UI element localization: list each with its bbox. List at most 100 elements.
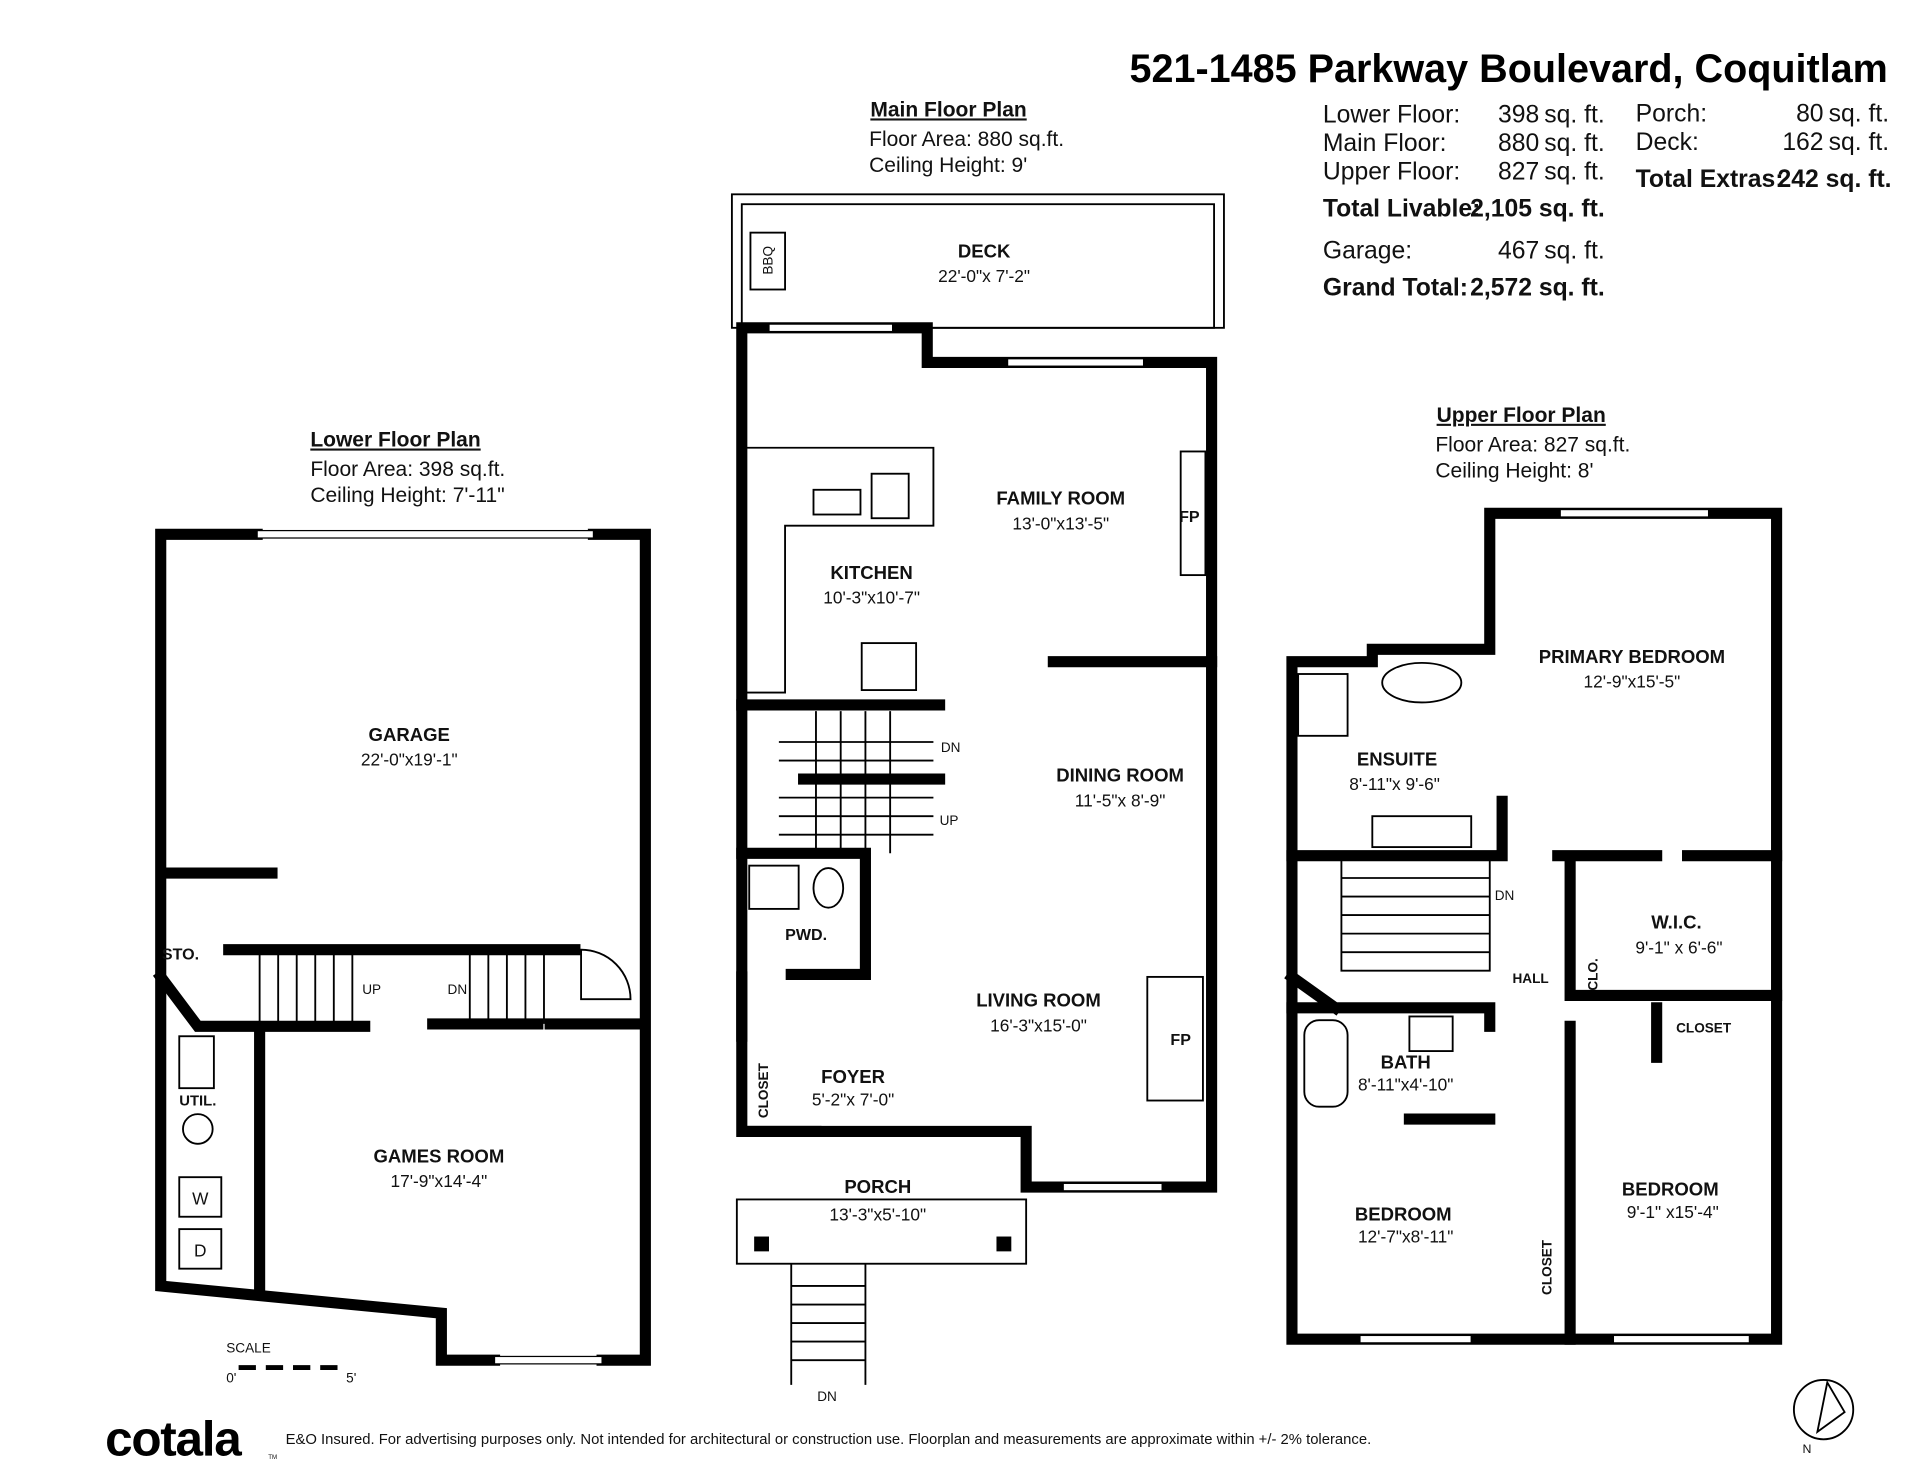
bedroom2-name: BEDROOM [1622,1179,1719,1200]
upper-plan-area: Floor Area: 827 sq.ft. [1435,433,1630,456]
games-room-dim: 17'-9"x14'-4" [391,1171,488,1191]
kitchen-name: KITCHEN [830,562,912,583]
bedroom2-window [1612,1334,1751,1344]
porch-stairs [790,1263,867,1385]
lower-floor-unit: sq. ft. [1544,102,1604,129]
lower-interior-walls [152,867,645,1292]
sink [812,488,862,516]
main-stairs [778,711,934,854]
lower-window [493,1355,603,1365]
porch-room-name: PORCH [844,1176,911,1197]
lower-exterior-walls [155,528,651,1366]
upper-stairs [1340,859,1491,972]
total-extras-label: Total Extras: [1636,166,1784,193]
grand-total-label: Grand Total: [1323,275,1468,302]
lower-up-label: UP [362,982,381,997]
washer [178,1176,223,1218]
porch-room-dim: 13'-3"x5'-10" [829,1204,926,1224]
porch-value: 80 [1796,100,1824,127]
living-window [1062,1182,1163,1192]
scale-min: 0' [226,1370,236,1385]
bath-dim: 8'-11"x4'-10" [1358,1075,1454,1095]
bedroom-name: BEDROOM [1355,1203,1452,1224]
deck-label: Deck: [1636,129,1699,156]
main-floor-plan: Main Floor Plan Floor Area: 880 sq.ft. C… [730,98,1225,1404]
bedroom-closet-label: CLOSET [1540,1239,1555,1295]
upper-floor-unit: sq. ft. [1544,158,1604,185]
living-room-name: LIVING ROOM [976,990,1101,1011]
garage-room-name: GARAGE [369,724,450,745]
bedroom2-dim: 9'-1" x15'-4" [1627,1202,1719,1222]
bath-tub [1303,1019,1349,1108]
wic-name: W.I.C. [1651,912,1701,933]
closet-label: CLOSET [1676,1021,1732,1036]
property-address-title: 521-1485 Parkway Boulevard, Coquitlam [1130,47,1888,91]
deck-unit: sq. ft. [1829,129,1889,156]
fireplace-family [1179,450,1207,577]
main-floor-unit: sq. ft. [1544,130,1604,157]
fp-living-label: FP [1170,1031,1191,1049]
deck-room-name: DECK [958,240,1011,261]
grand-total-value: 2,572 sq. ft. [1470,275,1605,302]
total-extras-value: 242 sq. ft. [1778,166,1892,193]
fp-family-label: FP [1179,508,1200,526]
cotala-logo: cotala [105,1411,242,1466]
porch-post [754,1236,769,1252]
upper-floor-value: 827 [1498,158,1539,185]
lower-floor-label: Lower Floor: [1323,102,1460,129]
foyer-closet-label: CLOSET [756,1062,771,1118]
garage-unit: sq. ft. [1544,238,1604,265]
upper-dn-label: DN [1495,888,1515,903]
primary-bedroom-dim: 12'-9"x15'-5" [1584,672,1681,692]
main-plan-heading: Main Floor Plan [870,98,1026,121]
bedroom-window [1359,1334,1472,1344]
compass-n-label: N [1803,1442,1812,1456]
deck-slider-door [768,323,894,333]
util-box [178,1035,215,1090]
garage-value: 467 [1498,238,1539,265]
main-interior-walls [736,656,1218,1138]
total-livable-value: 2,105 sq. ft. [1470,196,1605,223]
main-plan-area: Floor Area: 880 sq.ft. [869,128,1064,151]
powder-toilet [812,867,845,909]
kitchen-dim: 10'-3"x10'-7" [823,588,920,608]
ensuite-name: ENSUITE [1357,748,1437,769]
main-exterior-walls [736,322,1218,1193]
scale-max: 5' [346,1370,356,1385]
porch-outline [735,1198,1028,1265]
bbq-icon [749,231,786,291]
porch-dn-label: DN [817,1389,837,1404]
kitchen-island [860,642,918,692]
fridge [870,472,910,520]
lower-floor-plan: Lower Floor Plan Floor Area: 398 sq.ft. … [152,429,651,1385]
water-heater [182,1113,214,1145]
main-up-label: UP [940,813,959,828]
powder-sink [748,864,800,910]
foyer-dim: 5'-2"x 7'-0" [812,1089,894,1109]
bbq-label: BBQ [761,246,776,275]
hall-label: HALL [1512,971,1548,986]
clo-label: CLO. [1585,958,1600,990]
upper-plan-ceiling: Ceiling Height: 8' [1435,459,1593,482]
pwd-label: PWD. [785,926,827,944]
dining-room-dim: 11'-5"x 8'-9" [1075,790,1166,810]
dining-room-name: DINING ROOM [1056,765,1184,786]
deck-room-dim: 22'-0"x 7'-2" [938,266,1030,286]
family-window [1006,358,1145,367]
logo-tm: TM [268,1454,277,1461]
upper-floor-plan: Upper Floor Plan Floor Area: 827 sq.ft. … [1284,404,1783,1345]
main-floor-value: 880 [1498,130,1539,157]
lower-plan-heading: Lower Floor Plan [310,429,480,452]
disclaimer-text: E&O Insured. For advertising purposes on… [286,1432,1372,1448]
bedroom-dim: 12'-7"x8'-11" [1358,1227,1454,1247]
lower-floor-value: 398 [1498,102,1539,129]
primary-window [1559,508,1710,518]
main-plan-ceiling: Ceiling Height: 9' [869,154,1027,177]
lower-plan-area: Floor Area: 398 sq.ft. [310,458,505,481]
upper-floor-label: Upper Floor: [1323,158,1460,185]
fireplace-living [1146,975,1204,1102]
deck-value: 162 [1782,129,1823,156]
area-summary: Lower Floor: 398 sq. ft. Main Floor: 880… [1323,100,1892,301]
family-room-dim: 13'-0"x13'-5" [1012,513,1109,533]
ensuite-vanity [1371,815,1473,849]
